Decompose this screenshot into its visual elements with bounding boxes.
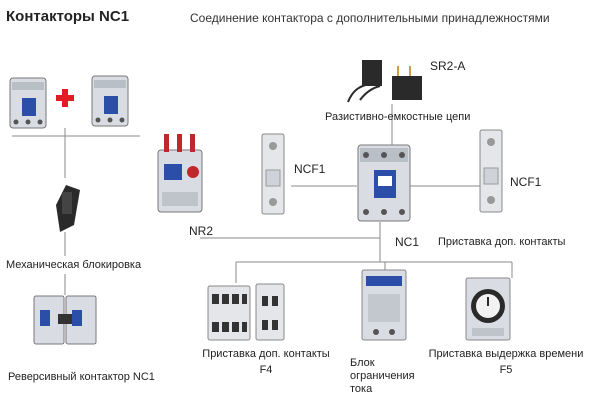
label-f5-line2: F5 [499,364,513,376]
label-nc1: NC1 [395,235,420,249]
label-f4: Приставка доп. контакты F4 [200,348,332,377]
label-nr2: NR2 [189,224,214,238]
contactor-right-icon [91,75,129,127]
label-f4-line1: Приставка доп. контакты [202,348,330,360]
ncf1-right-icon [479,129,503,213]
label-limit: Блок ограничения тока [350,357,415,396]
label-limit-line2: ограничения [350,370,415,382]
f4-aux-contacts-icon [207,283,285,341]
label-f4-line2: F4 [259,364,273,376]
contactor-left-icon [9,77,47,129]
label-aux-right: Приставка доп. контакты [438,236,566,248]
connector-lines [12,104,513,295]
nr2-thermal-relay-icon [157,134,203,213]
label-limit-line1: Блок [350,357,375,369]
label-ncf1-left: NCF1 [294,162,326,176]
label-mech-lock: Механическая блокировка [6,259,142,271]
label-f5: Приставка выдержка времени F5 [426,348,586,377]
nc1-contactor-icon [357,144,411,222]
label-reverse: Реверсивный контактор NC1 [8,371,155,383]
page-subtitle: Соединение контактора с дополнительными … [190,11,550,25]
label-sr2: SR2-A [430,59,466,73]
plus-icon [56,89,74,107]
label-limit-line3: тока [350,383,373,395]
mechanical-lock-icon [56,185,80,232]
ncf1-left-icon [261,133,285,215]
label-ncf1-right: NCF1 [510,175,542,189]
f5-timer-icon [465,277,511,341]
label-rc: Разистивно-емкостные цепи [325,111,471,123]
label-f5-line1: Приставка выдержка времени [428,348,584,360]
current-limit-block-icon [361,269,407,341]
page-title: Контакторы NC1 [6,8,130,25]
reverse-contactor-icon [33,295,97,345]
rc-circuit-icon [347,60,422,103]
